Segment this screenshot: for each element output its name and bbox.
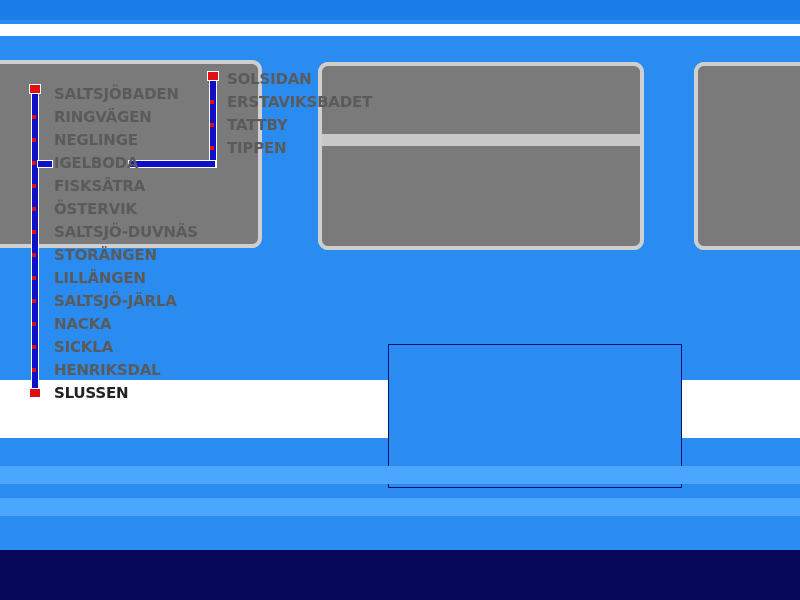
station-solsidan[interactable]: SOLSIDAN [227, 70, 312, 88]
train-lower-stripe-1 [0, 466, 800, 484]
train-door-panel[interactable] [388, 344, 682, 488]
route-branch-connector [128, 160, 216, 168]
stop-marker [32, 253, 36, 257]
route-branch-line [209, 74, 217, 168]
train-roof-band [0, 0, 800, 20]
station-slussen-current[interactable]: SLUSSEN [54, 384, 129, 402]
station-ostervik[interactable]: ÖSTERVIK [54, 200, 137, 218]
station-neglinge[interactable]: NEGLINGE [54, 131, 138, 149]
stop-marker [32, 184, 36, 188]
route-main-line [31, 88, 39, 396]
stop-marker [32, 230, 36, 234]
station-saltsjo-jarla[interactable]: SALTSJÖ-JÄRLA [54, 292, 177, 310]
station-saltsjo-duvnas[interactable]: SALTSJÖ-DUVNÄS [54, 223, 198, 241]
stop-marker [32, 322, 36, 326]
station-erstaviksbadet[interactable]: ERSTAVIKSBADET [227, 93, 373, 111]
station-storangen[interactable]: STORÄNGEN [54, 246, 157, 264]
train-top-stripe [0, 24, 800, 36]
stop-marker [32, 161, 36, 165]
stop-marker [210, 100, 214, 104]
terminal-solsidan [207, 71, 219, 81]
stop-marker [32, 115, 36, 119]
stop-marker [32, 276, 36, 280]
station-tippen[interactable]: TIPPEN [227, 139, 287, 157]
stop-marker [210, 146, 214, 150]
station-tattby[interactable]: TATTBY [227, 116, 288, 134]
station-sickla[interactable]: SICKLA [54, 338, 113, 356]
stop-marker [210, 123, 214, 127]
station-ringvagen[interactable]: RINGVÄGEN [54, 108, 152, 126]
route-junction-igelboda [37, 160, 53, 168]
stop-marker [32, 368, 36, 372]
stop-marker [32, 345, 36, 349]
station-lillangen[interactable]: LILLÄNGEN [54, 269, 146, 287]
station-nacka[interactable]: NACKA [54, 315, 112, 333]
terminal-saltsjobaden [29, 84, 41, 94]
station-fisksatra[interactable]: FISKSÄTRA [54, 177, 146, 195]
terminal-slussen [29, 388, 41, 398]
stop-marker [32, 207, 36, 211]
station-henriksdal[interactable]: HENRIKSDAL [54, 361, 161, 379]
station-igelboda[interactable]: IGELBODA [54, 154, 139, 172]
train-undercarriage [0, 550, 800, 600]
train-window-right [694, 62, 800, 250]
window-crossbar [322, 134, 640, 146]
stop-marker [32, 299, 36, 303]
stop-marker [32, 138, 36, 142]
train-lower-stripe-2 [0, 498, 800, 516]
train-window-left [0, 60, 262, 248]
station-saltsjobaden[interactable]: SALTSJÖBADEN [54, 85, 179, 103]
train-window-middle [318, 62, 644, 250]
